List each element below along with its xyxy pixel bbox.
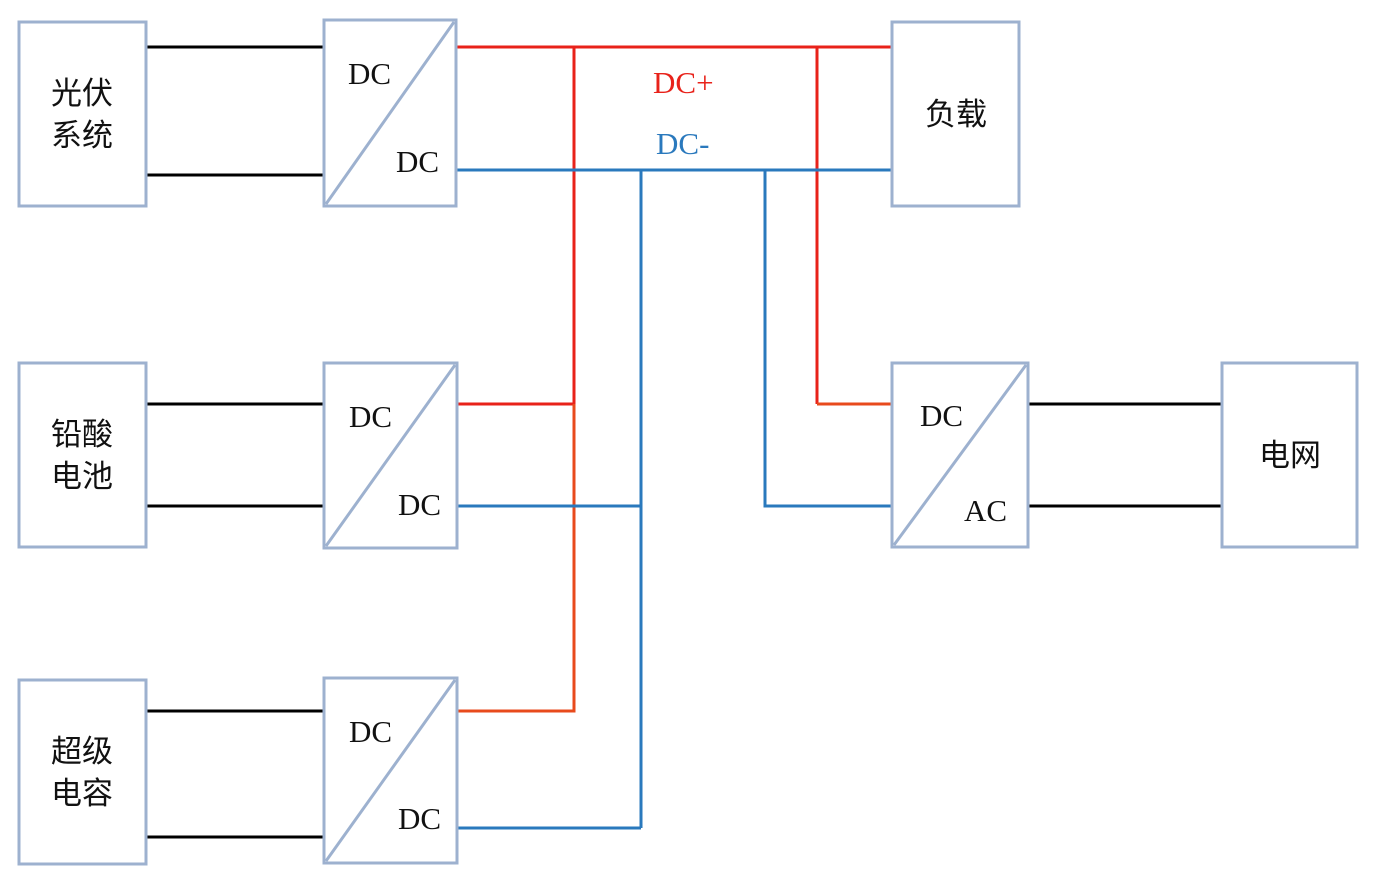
supercap-block: 超级 电容 xyxy=(17,678,148,866)
battery-dcdc-input-label: DC xyxy=(349,399,392,434)
supercap-box xyxy=(17,678,148,866)
black-source-wires xyxy=(146,45,1222,839)
battery-block: 铅酸 电池 xyxy=(17,361,148,549)
supercap-label-line1: 超级 xyxy=(51,734,113,770)
negative-bus xyxy=(456,168,892,830)
load-label: 负载 xyxy=(925,97,987,133)
pv-system-label-line2: 系统 xyxy=(51,118,113,154)
pv-dcdc-input-label: DC xyxy=(348,56,391,91)
pv-system-label-line1: 光伏 xyxy=(51,76,113,112)
battery-dcdc-converter: DC DC xyxy=(322,361,459,550)
positive-bus-label: DC+ xyxy=(653,65,714,100)
battery-label-line1: 铅酸 xyxy=(51,417,113,453)
battery-label-line2: 电池 xyxy=(51,459,113,495)
load-box xyxy=(890,20,1021,208)
grid-dcac-slash xyxy=(892,364,1028,546)
grid-block: 电网 xyxy=(1220,361,1359,549)
negative-bus-grid-branch xyxy=(763,170,892,508)
grid-box xyxy=(1220,361,1359,549)
pv-dcdc-output-label: DC xyxy=(396,144,439,179)
battery-dcdc-output-label: DC xyxy=(398,487,441,522)
pv-dcdc-slash xyxy=(324,21,456,205)
supercap-dcdc-converter: DC DC xyxy=(322,676,459,865)
battery-dcdc-slash xyxy=(324,364,457,547)
grid-dcac-converter: DC AC xyxy=(890,361,1030,549)
grid-dcac-output-label: AC xyxy=(964,493,1007,528)
load-block: 负载 xyxy=(890,20,1021,208)
battery-box xyxy=(17,361,148,549)
negative-bus-label: DC- xyxy=(656,126,709,161)
supercap-dcdc-input-label: DC xyxy=(349,714,392,749)
pv-system-block: 光伏 系统 xyxy=(17,20,148,208)
grid-label: 电网 xyxy=(1259,438,1321,474)
positive-bus-supercap-branch xyxy=(458,404,576,713)
supercap-dcdc-slash xyxy=(324,679,457,862)
supercap-dcdc-output-label: DC xyxy=(398,801,441,836)
pv-dcdc-converter: DC DC xyxy=(322,18,458,208)
grid-dcac-input-label: DC xyxy=(920,398,963,433)
pv-system-box xyxy=(17,20,148,208)
supercap-label-line2: 电容 xyxy=(51,776,113,812)
